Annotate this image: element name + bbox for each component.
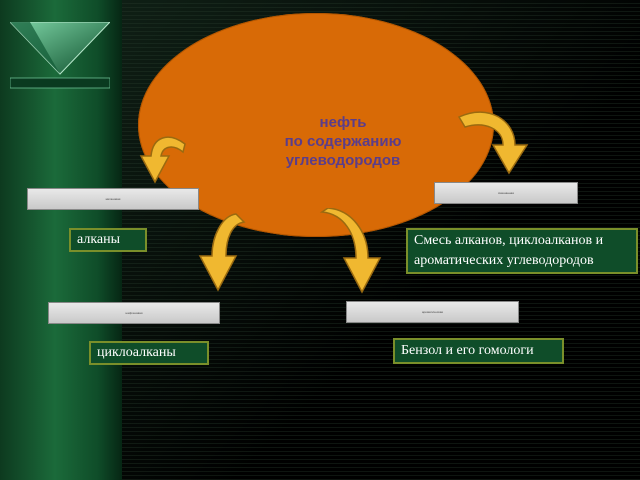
- answer-mixed: Смесь алканов, циклоалканов и ароматичес…: [406, 228, 638, 274]
- center-title: нефть по содержанию углеводородов: [225, 113, 461, 170]
- pyramid-logo-icon: [10, 22, 110, 89]
- curved-arrow-icon: [198, 213, 246, 292]
- answer-cycloalkanes: циклоалканы: [89, 341, 209, 365]
- curved-arrow-icon: [139, 136, 186, 184]
- label-box-methane: метановая: [27, 188, 199, 210]
- label-box-naphthene: нафтеновая: [48, 302, 220, 324]
- curved-arrow-icon: [457, 111, 529, 175]
- label-box-aromatic: ароматическая: [346, 301, 519, 323]
- title-line: углеводородов: [285, 152, 401, 169]
- title-line: по содержанию: [284, 133, 402, 150]
- answer-alkanes: алканы: [69, 228, 147, 252]
- answer-benzene: Бензол и его гомологи: [393, 338, 564, 364]
- curved-arrow-icon: [319, 208, 382, 294]
- title-line: нефть: [319, 114, 367, 131]
- label-box-mixed: смешанная: [434, 182, 578, 204]
